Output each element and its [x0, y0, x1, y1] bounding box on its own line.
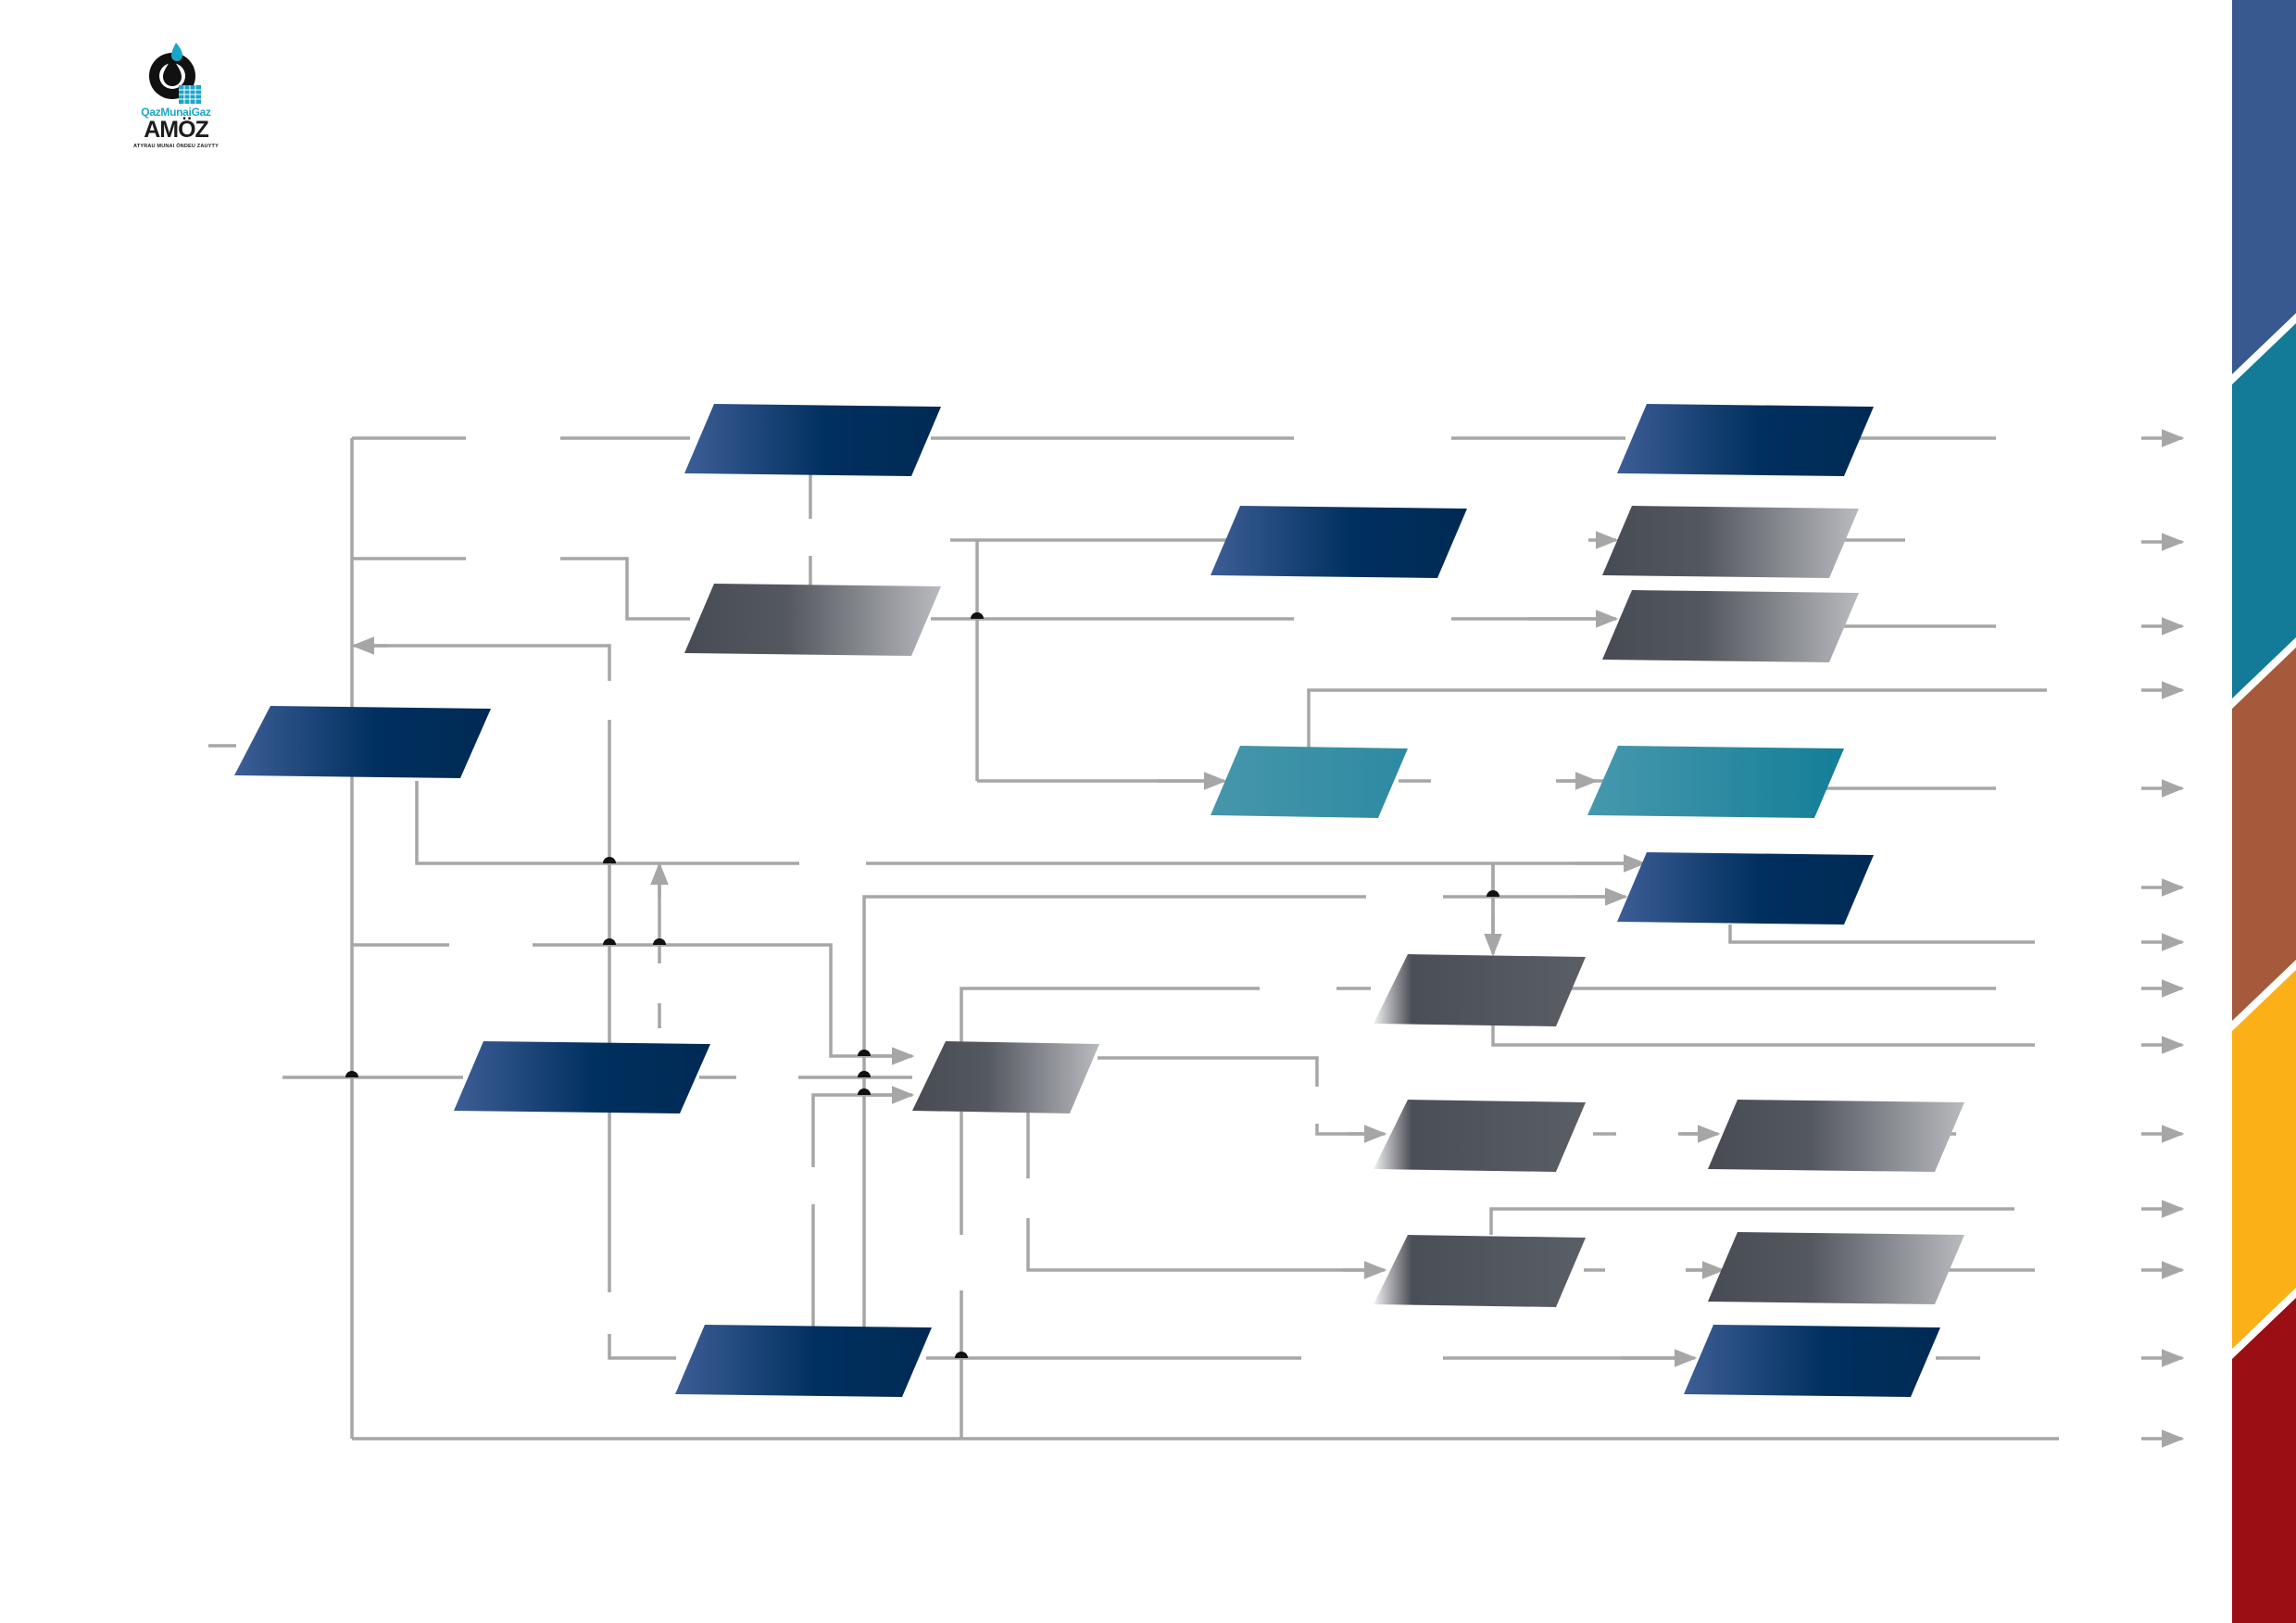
junction-dot — [971, 612, 984, 619]
connector-line — [1489, 1207, 2014, 1235]
process-node — [1211, 746, 1408, 818]
connector-line — [1098, 1056, 1319, 1087]
brand-main-text: AMÖZ — [144, 117, 209, 143]
process-node — [1374, 1100, 1586, 1172]
oil-drop-emblem-icon — [149, 43, 201, 104]
connector-line — [811, 1093, 910, 1167]
junction-dot — [603, 857, 616, 863]
brand-top-text: QazMunaiGaz — [141, 106, 211, 119]
process-node — [1708, 1232, 1964, 1304]
connector-line — [960, 987, 1260, 1042]
process-node — [1602, 590, 1859, 662]
band-segment-teal — [2232, 323, 2296, 698]
connector-line — [1491, 1005, 2035, 1047]
process-node — [1587, 746, 1844, 818]
process-node — [1602, 506, 1859, 578]
process-node — [1211, 506, 1467, 578]
junction-dot — [603, 938, 616, 945]
band-segment-red — [2232, 1298, 2296, 1623]
connector-line — [415, 781, 799, 865]
brand-sub-text: ATYRAU MUNAI ÓNDEU ZAUYTY — [133, 144, 219, 149]
junction-dot — [1487, 890, 1499, 897]
process-node — [1617, 404, 1874, 476]
process-node — [1374, 954, 1586, 1026]
connector-line — [560, 557, 690, 621]
connector-line — [533, 943, 910, 1058]
line-junctions — [345, 612, 1499, 1358]
process-node — [912, 1041, 1099, 1113]
junction-dot — [653, 938, 666, 945]
process-node — [1374, 1235, 1586, 1307]
band-segment-blue — [2232, 0, 2296, 374]
arrow-connectors — [351, 429, 2185, 1448]
process-node — [454, 1041, 710, 1113]
connector-lines — [208, 436, 2059, 1441]
junction-dot — [955, 1352, 968, 1358]
process-node — [675, 1325, 932, 1397]
connector-line — [862, 895, 1366, 1327]
junction-dot — [858, 1088, 871, 1095]
process-node — [684, 404, 941, 476]
connector-line — [1026, 1218, 1380, 1272]
process-node — [1684, 1325, 1940, 1397]
connector-line — [608, 1334, 676, 1360]
company-logo: QazMunaiGaz AMÖZ ATYRAU MUNAI ÓNDEU ZAUY… — [130, 37, 222, 157]
band-segment-yellow — [2232, 970, 2296, 1349]
decorative-side-band — [2232, 0, 2296, 1623]
junction-dot — [858, 1071, 871, 1077]
process-node — [234, 706, 491, 778]
junction-dot — [858, 1050, 871, 1056]
process-node — [1708, 1100, 1964, 1172]
band-segment-brown — [2232, 648, 2296, 1021]
connector-line — [357, 644, 611, 681]
process-node — [1617, 852, 1874, 925]
junction-dot — [345, 1071, 358, 1077]
process-nodes — [234, 404, 1964, 1397]
connector-line — [1307, 688, 2047, 749]
connector-line — [1728, 925, 2035, 944]
process-node — [684, 584, 941, 656]
